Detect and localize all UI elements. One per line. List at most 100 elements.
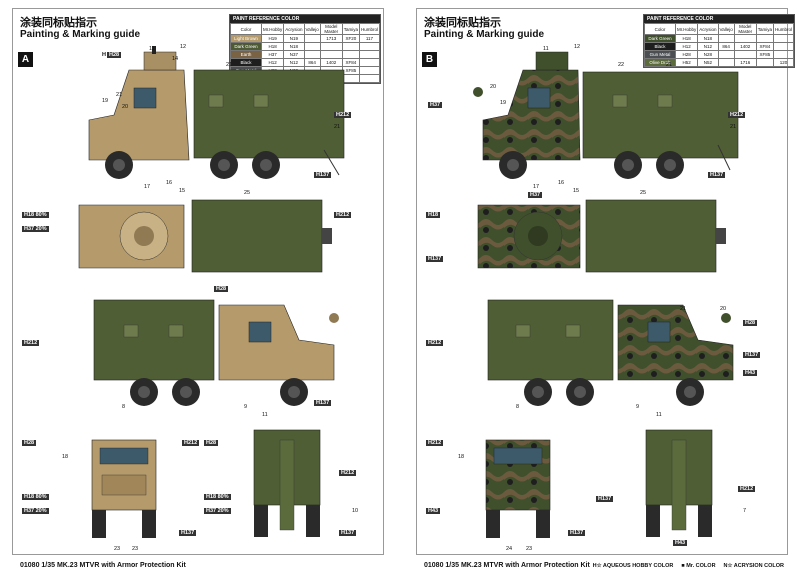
legend-mr-color: ■ Mr. COLOR (681, 563, 716, 569)
part-number: 10 (352, 508, 359, 514)
part-number: 11 (543, 46, 549, 52)
part-number: 14 (172, 56, 179, 62)
page-frame (12, 8, 384, 555)
paint-code: H212 (182, 440, 200, 446)
paint-code: H37 (528, 192, 543, 198)
front-view (485, 439, 551, 538)
paint-code: H137 (314, 172, 332, 178)
side-view-right (473, 51, 739, 179)
paint-code: H18 80% (22, 212, 49, 218)
paint-code: H137 (743, 352, 761, 358)
part-number: 24 (506, 546, 513, 552)
top-view (477, 199, 726, 273)
part-number: 23 (526, 546, 533, 552)
part-number: 25 (640, 190, 647, 196)
part-number: 21 (730, 124, 737, 130)
part-number: 20 (122, 104, 129, 110)
paint-reference-title: PAINT REFERENCE COLOR (230, 15, 380, 23)
part-number: 18 (458, 454, 465, 460)
paint-table-header: Vallejo (717, 23, 735, 35)
paint-code: H37 20% (204, 508, 231, 514)
paint-code: H37 (428, 102, 443, 108)
paint-code: H18 80% (22, 494, 49, 500)
paint-code: H28 (204, 440, 219, 446)
part-number: 8 (516, 404, 520, 410)
title-english: Painting & Marking guide (424, 29, 545, 40)
part-number: 17 (533, 184, 540, 190)
rear-view (645, 429, 713, 537)
part-number: 20 (720, 306, 727, 312)
page-footer: 01080 1/35 MK.23 MTVR with Armor Protect… (20, 562, 186, 569)
front-view (91, 439, 157, 538)
vehicle-views-a (78, 46, 345, 538)
paint-code: H28 (743, 320, 758, 326)
part-number: 11 (262, 412, 268, 418)
legend-acrysion: N☆ ACRYSION COLOR (723, 563, 784, 569)
scheme-badge: B (422, 52, 437, 67)
part-number: 16 (558, 180, 565, 186)
part-number: 21 (226, 62, 233, 68)
top-view (78, 199, 332, 273)
paint-cell (755, 58, 774, 67)
page-a: 涂装同标贴指示 Painting & Marking guide A PAINT… (4, 0, 392, 573)
paint-code: H137 (179, 530, 197, 536)
side-view-left (93, 299, 339, 406)
paint-code: H137 (339, 530, 357, 536)
part-number: 16 (166, 180, 173, 186)
part-number: 17 (144, 184, 151, 190)
side-view-right (88, 46, 345, 179)
paint-code: H212 (426, 340, 444, 346)
part-number: 23 (132, 546, 139, 552)
title-chinese: 涂装同标贴指示 (20, 16, 97, 29)
part-number: 15 (573, 188, 580, 194)
paint-code: H28 (214, 286, 229, 292)
rear-view (253, 429, 321, 537)
paint-code: H37 20% (22, 508, 49, 514)
paint-code: H212 (728, 112, 746, 118)
part-number: 9 (244, 404, 248, 410)
scheme-badge: A (18, 52, 33, 67)
part-number: 21 (680, 306, 687, 312)
title-chinese: 涂装同标贴指示 (424, 16, 501, 29)
part-number: 12 (574, 44, 581, 50)
paint-code: H18 (426, 212, 441, 218)
part-number: 19 (500, 100, 507, 106)
part-number: 9 (636, 404, 640, 410)
paint-code: H137 (568, 530, 586, 536)
paint-code: H43 (743, 370, 758, 376)
paint-code: H212 (426, 440, 444, 446)
paint-code: H43 (426, 508, 441, 514)
part-number: 19 (102, 98, 109, 104)
part-number: 8 (122, 404, 126, 410)
part-number: 18 (62, 454, 69, 460)
part-number: 23 (114, 546, 121, 552)
part-number: 25 (244, 190, 251, 196)
part-number: 11 (149, 46, 155, 52)
paint-cell: 120 (772, 58, 795, 67)
part-number: 21 (334, 124, 341, 130)
part-number: 22 (618, 62, 625, 68)
part-number: 21 (666, 62, 673, 68)
paint-code: H137 (314, 400, 332, 406)
paint-code: H43 (673, 540, 688, 546)
paint-code: H18 80% (204, 494, 231, 500)
side-view-left (487, 299, 734, 406)
page-footer: 01080 1/35 MK.23 MTVR with Armor Protect… (424, 562, 590, 569)
paint-code: H212 (334, 212, 352, 218)
paint-cell: N52 (697, 58, 719, 67)
paint-code: H212 (22, 340, 40, 346)
title-english: Painting & Marking guide (20, 29, 141, 40)
part-number: 7 (743, 508, 747, 514)
part-number: 11 (656, 412, 662, 418)
part-number: 12 (180, 44, 187, 50)
paint-code: H137 (426, 256, 444, 262)
vehicle-views-b (473, 51, 739, 538)
color-legend: H☆ AQUEOUS HOBBY COLOR ■ Mr. COLOR N☆ AC… (593, 563, 784, 569)
